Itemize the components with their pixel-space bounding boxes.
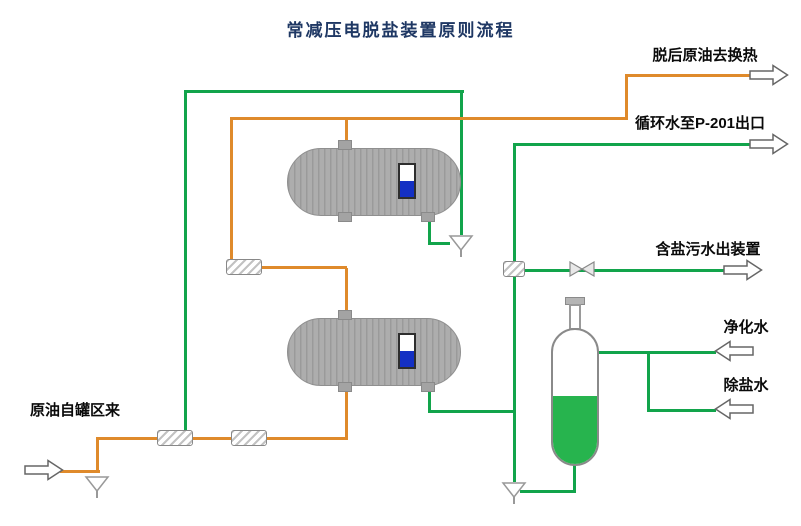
recycle-water-pump-icon [447, 231, 475, 264]
label-purified-water: 净化水 [723, 319, 769, 336]
pipe-fitting [503, 261, 525, 277]
static-mixer-2 [231, 430, 267, 446]
pipe-water-inlet-header [647, 351, 650, 412]
upper-vessel-drain-nozzle [421, 212, 435, 222]
label-crude-out: 脱后原油去换热 [652, 47, 758, 64]
upper-vessel-level-gauge [398, 163, 416, 199]
pipe-crude-inlet [60, 470, 100, 473]
pipe-interstage-run [230, 266, 347, 269]
pipe-tank-to-pump [520, 490, 576, 493]
static-mixer-1 [157, 430, 193, 446]
upper-gauge-level [400, 181, 414, 197]
label-salty-water: 含盐污水出装置 [655, 241, 761, 258]
salty-water-arrow-icon [723, 259, 763, 286]
water-tank-level [553, 396, 597, 464]
pipe-crude-out-riser [625, 75, 628, 119]
diagram-title: 常减压电脱盐装置原则流程 [286, 21, 515, 40]
valve-icon [569, 260, 595, 282]
water-tank [551, 328, 599, 466]
label-demin-water: 除盐水 [723, 377, 769, 394]
pipe-interstage-riser [230, 117, 233, 268]
pipe-upper-header [230, 117, 628, 120]
lower-vessel-level-gauge [398, 333, 416, 369]
water-injection-pump-icon [500, 478, 528, 511]
demin-water-arrow-icon [714, 398, 754, 425]
upper-vessel-bottom-nozzle [338, 212, 352, 222]
pipe-salty-water-out [513, 269, 727, 272]
pipe-upper-vessel-nozzle [345, 117, 348, 149]
pipe-water-main-riser [513, 146, 516, 482]
crude-feed-pump-icon [83, 472, 111, 505]
pipe-lower-vessel-outlet [345, 268, 348, 319]
pipe-crude-pump-riser [96, 438, 99, 472]
lower-vessel-drain-nozzle [421, 382, 435, 392]
lower-vessel-top-nozzle [338, 310, 352, 320]
pipe-recycle-water-right-riser [460, 90, 463, 235]
lower-vessel-bottom-nozzle [338, 382, 352, 392]
tank-neck [569, 304, 581, 330]
pipe-circulating-water-out [513, 143, 753, 146]
crude-out-arrow-icon [749, 64, 789, 91]
pipe-demin-water-in [648, 409, 716, 412]
pipe-upper-vessel-water-drain [428, 221, 431, 245]
label-crude-in: 原油自罐区来 [30, 402, 121, 419]
lower-desalter-vessel [287, 318, 461, 386]
pipe-recycle-water-left-riser [184, 90, 187, 437]
pipe-tank-inlet [598, 351, 650, 354]
pipe-upper-vessel-water-to-pump [428, 242, 450, 245]
upper-desalter-vessel [287, 148, 461, 216]
pipe-crude-out-run [625, 74, 753, 77]
purified-water-arrow-icon [714, 340, 754, 367]
label-circulating-water: 循环水至P-201出口 [634, 115, 766, 132]
circulating-water-arrow-icon [749, 133, 789, 160]
pipe-lower-vessel-water-out [428, 410, 516, 413]
pipe-tank-bottom-out [573, 464, 576, 492]
lower-gauge-level [400, 351, 414, 367]
pipe-purified-water-in [648, 351, 716, 354]
upper-vessel-top-nozzle [338, 140, 352, 150]
pipe-crude-feed-header [96, 437, 348, 440]
crude-in-arrow-icon [24, 459, 64, 486]
pipe-lower-vessel-water-drain [428, 390, 431, 412]
pipe-lower-vessel-feed [345, 384, 348, 439]
static-mixer-3 [226, 259, 262, 275]
pipe-recycle-water-top [185, 90, 464, 93]
